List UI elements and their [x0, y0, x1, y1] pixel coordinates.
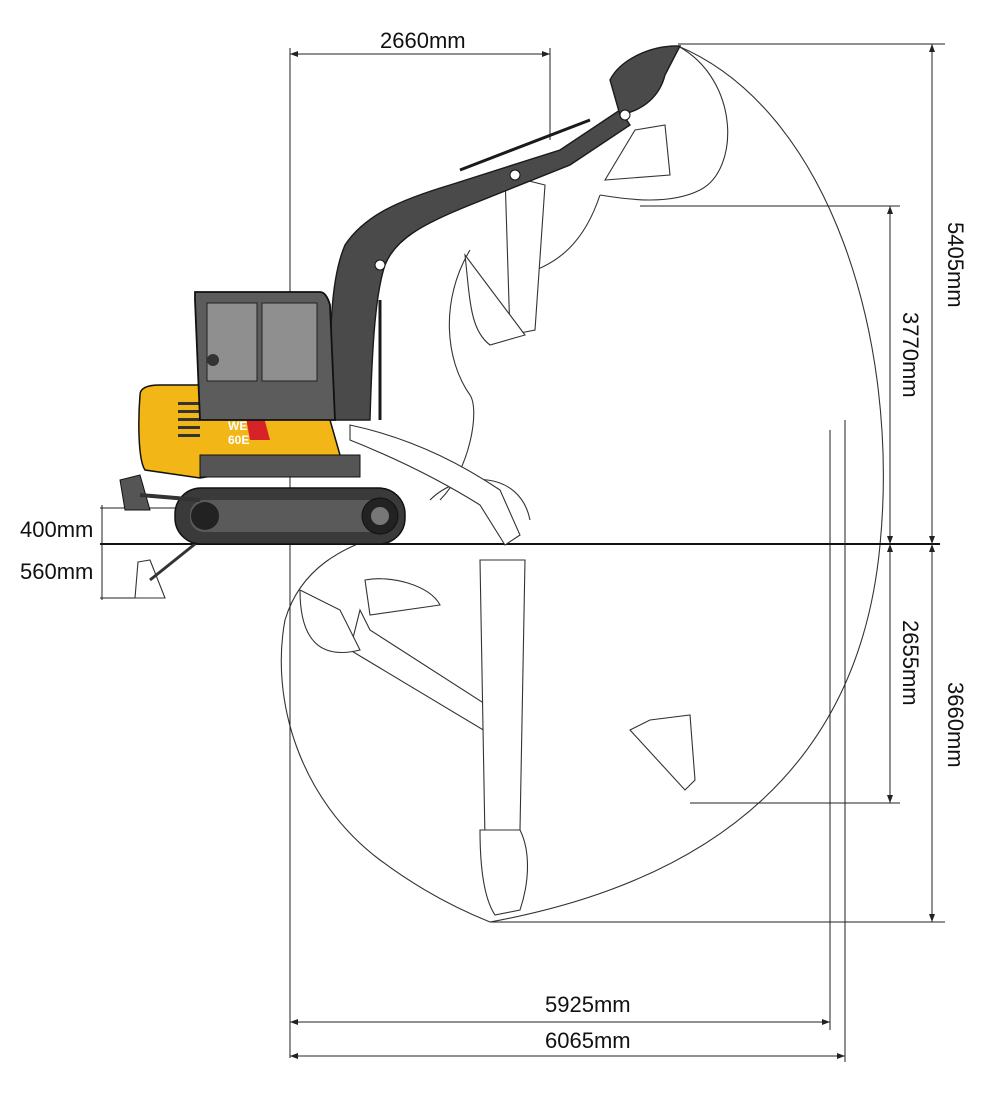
dimension-lines — [100, 43, 945, 1062]
model-decal-line2: 60E — [228, 433, 249, 447]
engine-vent — [178, 402, 200, 437]
vertical-wall-depth-label: 2655mm — [898, 620, 923, 706]
max-reach-label: 6065mm — [545, 1028, 631, 1053]
working-range-envelope — [280, 45, 884, 923]
ghost-arm-positions — [299, 124, 696, 916]
operator-cab — [194, 291, 336, 421]
dozer-blade-raised — [119, 474, 201, 511]
dozer-raise-label: 400mm — [20, 517, 93, 542]
main-boom-arm — [329, 45, 682, 421]
dump-height-label: 3770mm — [898, 312, 923, 398]
top-width-label: 2660mm — [380, 28, 466, 53]
undercarriage — [174, 487, 406, 545]
dozer-blade-lowered — [134, 538, 201, 599]
dozer-lower-label: 560mm — [20, 559, 93, 584]
max-dig-depth-label: 3660mm — [943, 682, 968, 768]
reach-at-ground-label: 5925mm — [545, 992, 631, 1017]
max-height-label: 5405mm — [943, 222, 968, 308]
model-decal-line1: WE — [228, 419, 247, 433]
